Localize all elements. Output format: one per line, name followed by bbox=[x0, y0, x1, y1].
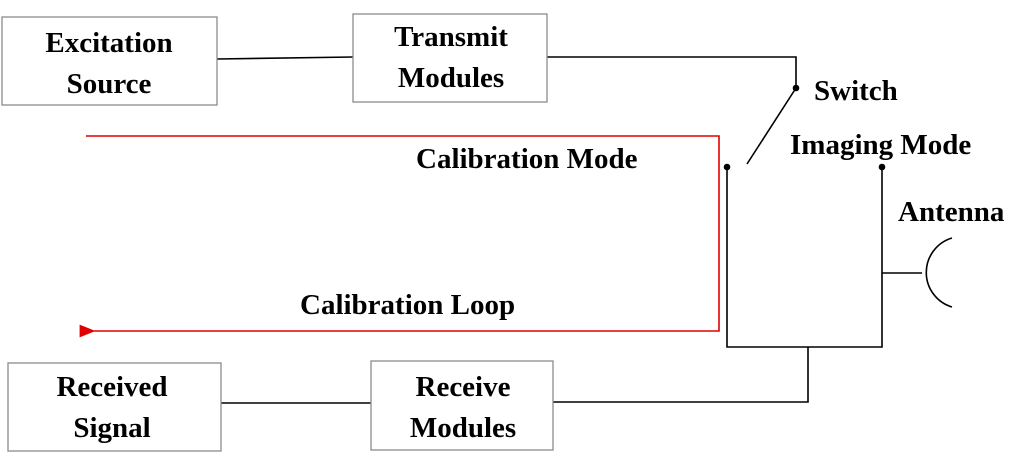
calibration-loop-path bbox=[79, 135, 720, 338]
wire-transmit-to-switch bbox=[547, 56, 797, 88]
imaging-mode-label: Imaging Mode bbox=[790, 129, 971, 161]
switch-label: Switch bbox=[814, 75, 898, 107]
wire-excitation-to-transmit bbox=[216, 56, 354, 60]
antenna-icon bbox=[925, 237, 953, 308]
receive-modules-line-2: Modules bbox=[410, 412, 516, 444]
calibration-loop-label: Calibration Loop bbox=[300, 289, 515, 321]
excitation-source-line-1: Excitation bbox=[45, 27, 172, 59]
excitation-source-block: Excitation Source bbox=[1, 16, 218, 106]
wire-imaging-terminal bbox=[808, 167, 883, 348]
transmit-modules-line-2: Modules bbox=[398, 62, 504, 94]
switch-arm bbox=[746, 87, 797, 165]
received-signal-line-2: Signal bbox=[73, 412, 150, 444]
received-signal-line-1: Received bbox=[56, 371, 167, 403]
switch-pivot-dot bbox=[792, 84, 800, 92]
received-signal-block: Received Signal bbox=[7, 362, 222, 452]
wire-switch-to-receive bbox=[553, 347, 809, 403]
transmit-modules-line-1: Transmit bbox=[394, 21, 508, 53]
receive-modules-block: Receive Modules bbox=[370, 360, 554, 451]
antenna-label: Antenna bbox=[898, 196, 1005, 228]
transmit-modules-block: Transmit Modules bbox=[352, 13, 548, 103]
calibration-terminal-dot bbox=[723, 163, 731, 171]
calibration-mode-label: Calibration Mode bbox=[416, 143, 638, 175]
receive-modules-line-1: Receive bbox=[416, 371, 511, 403]
wire-calibration-terminal bbox=[726, 167, 808, 348]
imaging-terminal-dot bbox=[878, 163, 886, 171]
excitation-source-line-2: Source bbox=[67, 68, 152, 100]
